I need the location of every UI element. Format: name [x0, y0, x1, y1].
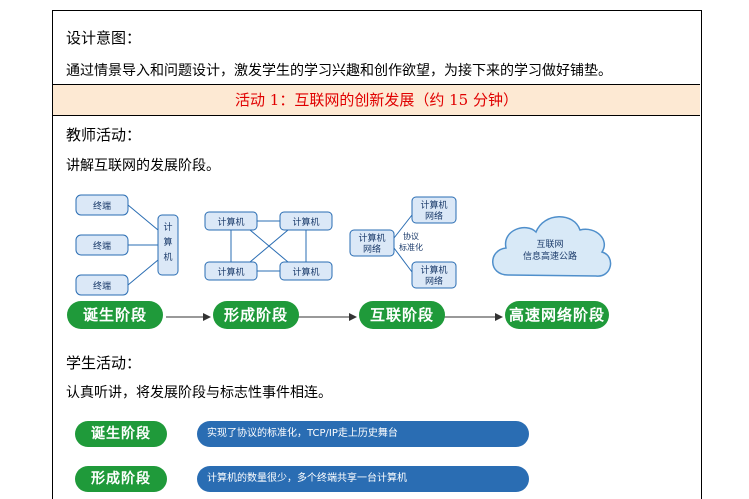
stage-interconnection: 互联阶段	[359, 301, 445, 329]
svg-text:计算机: 计算机	[217, 216, 244, 228]
svg-text:计算机: 计算机	[358, 232, 385, 244]
match-stage-formation[interactable]: 形成阶段	[75, 466, 167, 492]
svg-text:网络: 网络	[363, 243, 381, 255]
stage-formation: 形成阶段	[213, 301, 299, 329]
svg-text:计算机: 计算机	[292, 216, 319, 228]
terminal-label: 终端	[93, 280, 111, 292]
svg-text:互联网: 互联网	[536, 239, 563, 250]
svg-text:机: 机	[163, 251, 172, 263]
svg-text:网络: 网络	[425, 275, 443, 287]
svg-text:算: 算	[163, 236, 172, 248]
stage1-diagram: 终端 终端 终端 计 算 机	[75, 194, 179, 296]
svg-text:计算机: 计算机	[420, 264, 447, 276]
lesson-table	[52, 10, 702, 499]
svg-text:计算机: 计算机	[217, 266, 244, 278]
cloud-icon: 互联网 信息高速公路	[492, 216, 612, 277]
stage-birth: 诞生阶段	[67, 301, 163, 329]
match-event-1[interactable]: 实现了协议的标准化，TCP/IP走上历史舞台	[197, 421, 529, 447]
svg-text:信息高速公路: 信息高速公路	[523, 250, 577, 262]
terminal-label: 终端	[93, 240, 111, 252]
student-text: 认真听讲，将发展阶段与标志性事件相连。	[66, 385, 332, 401]
match-stage-birth[interactable]: 诞生阶段	[75, 421, 167, 447]
svg-text:计算机: 计算机	[420, 199, 447, 211]
activity-title: 活动 1：互联网的创新发展（约 15 分钟）	[53, 84, 700, 116]
svg-text:计算机: 计算机	[292, 266, 319, 278]
svg-text:标准化: 标准化	[399, 242, 423, 252]
student-heading: 学生活动：	[66, 354, 142, 372]
svg-text:计: 计	[163, 221, 172, 233]
teacher-heading: 教师活动：	[66, 126, 142, 144]
stage2-diagram: 计算机 计算机 计算机 计算机	[204, 211, 333, 281]
teacher-text: 讲解互联网的发展阶段。	[66, 158, 220, 174]
design-heading: 设计意图：	[66, 29, 142, 47]
svg-text:协议: 协议	[403, 231, 419, 241]
stage3-diagram: 计算机 网络 计算机 网络 计算机 网络 协议 标准化	[349, 196, 457, 289]
network-stages-diagram: 终端 终端 终端 计 算 机 计算机 计算机 计算机 计算机	[75, 194, 612, 321]
design-text: 通过情景导入和问题设计，激发学生的学习兴趣和创作欲望，为接下来的学习做好铺垫。	[66, 63, 612, 79]
stage-high-speed: 高速网络阶段	[505, 301, 609, 329]
match-event-2[interactable]: 计算机的数量很少，多个终端共享一台计算机	[197, 466, 529, 492]
terminal-label: 终端	[93, 200, 111, 212]
svg-text:网络: 网络	[425, 210, 443, 222]
